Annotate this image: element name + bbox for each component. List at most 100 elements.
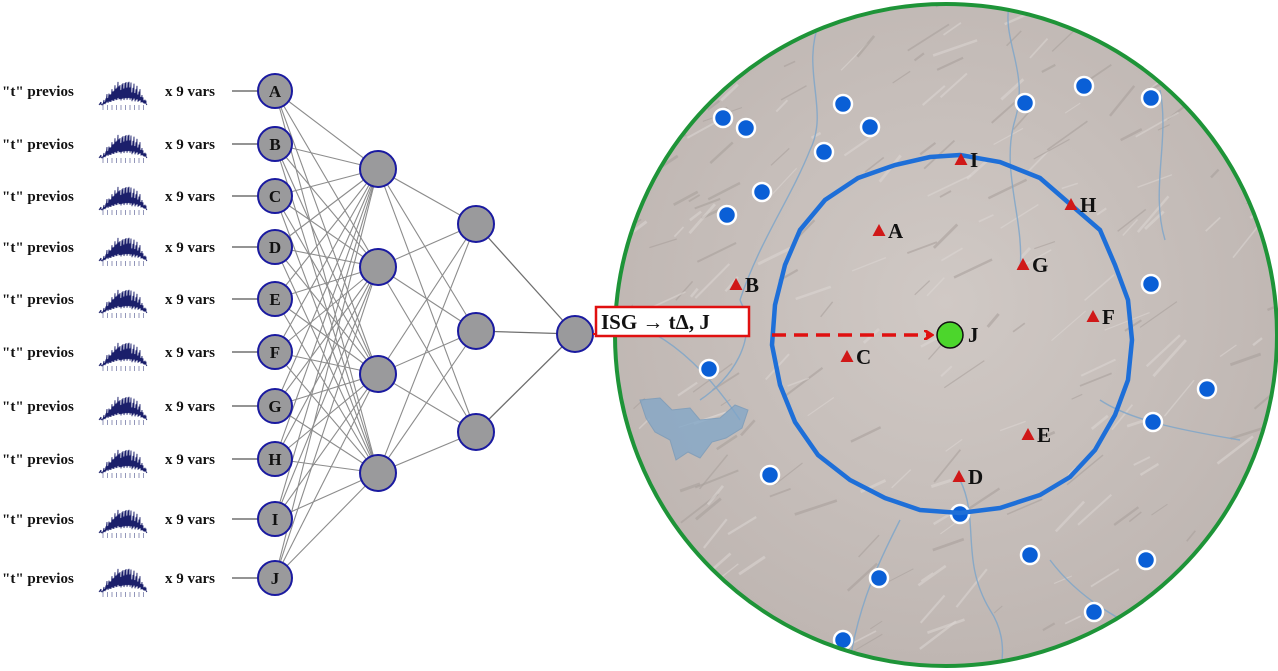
station-triangle [1064,198,1078,210]
hidden-2-node [457,312,495,350]
outer-station-dot [1014,92,1036,114]
station-label: D [968,465,983,489]
influence-ring [769,152,1135,516]
input-node-label: F [270,343,280,362]
outer-station-dot [1019,544,1041,566]
input-node [257,334,293,370]
series-thumbnail-icon [98,568,148,597]
station-label: A [888,219,904,243]
variables-label: x 9 vars [165,189,215,205]
station-triangle [954,153,968,165]
variables-label: x 9 vars [165,84,215,100]
previous-steps-label: "t" previos [2,571,74,587]
variables-label: x 9 vars [165,399,215,415]
input-node-label: B [269,135,280,154]
target-station-label: J [968,323,979,347]
previous-steps-label: "t" previos [2,240,74,256]
station-triangle [729,278,743,290]
output-node [556,315,594,353]
station-triangle [840,350,854,362]
network-connections [274,90,576,579]
input-node-label: C [269,187,281,206]
previous-steps-label: "t" previos [2,189,74,205]
input-node-label: I [272,510,279,529]
outer-station-dot [716,204,738,226]
station-label: B [745,273,759,297]
input-row: "t" previos x 9 vars G [2,388,293,425]
input-node [257,229,293,265]
outer-station-dot [1140,87,1162,109]
input-row: "t" previos x 9 vars I [2,501,293,538]
variables-label: x 9 vars [165,452,215,468]
series-thumbnail-icon [98,186,148,215]
input-node [257,560,293,596]
previous-steps-label: "t" previos [2,452,74,468]
target-station-marker [936,321,964,349]
input-row: "t" previos x 9 vars D [2,229,293,266]
hidden-2-node [457,205,495,243]
station-label: G [1032,253,1048,277]
station-label: E [1037,423,1051,447]
variables-label: x 9 vars [165,240,215,256]
outer-station-dot [759,464,781,486]
input-node [257,501,293,537]
hidden-1-node [359,355,397,393]
previous-steps-label: "t" previos [2,84,74,100]
series-thumbnail-icon [98,81,148,110]
outer-station-dot [1083,601,1105,623]
outer-station-dot [1142,411,1164,433]
variables-label: x 9 vars [165,512,215,528]
input-node-label: D [269,238,281,257]
output-label-box: ISG → tΔ, J [594,305,751,338]
variables-label: x 9 vars [165,292,215,308]
outer-station-dot [698,358,720,380]
outer-station-dot [1196,378,1218,400]
output-label: ISG → tΔ, J [601,310,710,334]
input-row: "t" previos x 9 vars C [2,178,293,215]
station-label: I [970,148,978,172]
previous-steps-label: "t" previos [2,399,74,415]
input-node [257,126,293,162]
hidden-2-node [457,413,495,451]
series-thumbnail-icon [98,237,148,266]
series-thumbnail-icon [98,396,148,425]
hidden-1-node [359,454,397,492]
station-triangle [952,470,966,482]
previous-steps-label: "t" previos [2,137,74,153]
previous-steps-label: "t" previos [2,512,74,528]
outer-station-dot [1135,549,1157,571]
series-thumbnail-icon [98,509,148,538]
input-node [257,281,293,317]
station-triangle [1086,310,1100,322]
input-node-label: G [268,397,281,416]
outer-station-dot [751,181,773,203]
series-thumbnail-icon [98,342,148,371]
variables-label: x 9 vars [165,137,215,153]
reservoir [639,397,749,461]
input-node-label: J [271,569,280,588]
station-label: H [1080,193,1096,217]
input-node [257,178,293,214]
input-node [257,388,293,424]
series-thumbnail-icon [98,134,148,163]
input-node [257,441,293,477]
outer-stations [698,75,1218,651]
hidden-layers [359,150,596,492]
previous-steps-label: "t" previos [2,345,74,361]
outer-station-dot [813,141,835,163]
station-triangle [1021,428,1035,440]
outer-station-dot [832,93,854,115]
station-label: F [1102,305,1115,329]
series-thumbnail-icon [98,449,148,478]
previous-steps-label: "t" previos [2,292,74,308]
station-label: C [856,345,871,369]
station-markers: A B C D E F G H I [729,148,1115,489]
hidden-1-node [359,150,397,188]
